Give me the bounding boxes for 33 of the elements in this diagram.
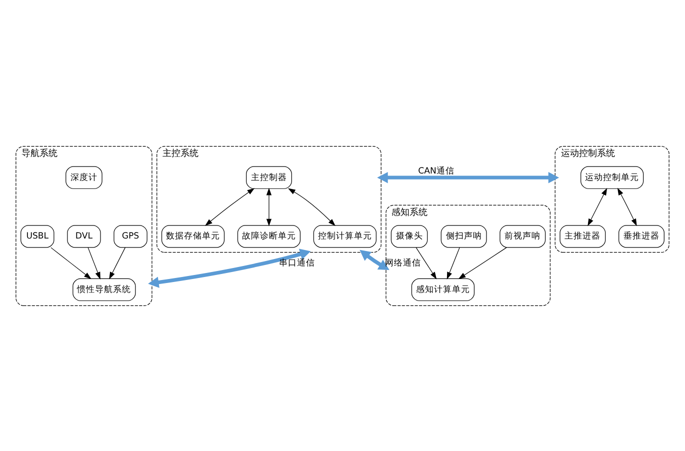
arrow bbox=[458, 246, 507, 279]
node-box: 惯性导航系统 bbox=[72, 278, 136, 301]
arrow bbox=[377, 171, 560, 183]
node-box: 垂推进器 bbox=[618, 224, 664, 248]
node-box: 故障诊断单元 bbox=[237, 224, 301, 248]
arrow bbox=[416, 246, 437, 279]
node-box: 前视声呐 bbox=[500, 224, 546, 248]
node-box: USBL bbox=[20, 224, 54, 248]
arrow bbox=[266, 187, 272, 226]
node-box: 控制计算单元 bbox=[313, 224, 376, 248]
node-box: 摄像头 bbox=[390, 224, 428, 248]
node-box: 运动控制单元 bbox=[580, 166, 644, 188]
node-box: 侧扫声呐 bbox=[440, 224, 487, 248]
arrow bbox=[588, 187, 608, 226]
arrow bbox=[617, 187, 637, 226]
edge-label: CAN通信 bbox=[418, 166, 454, 176]
node-box: GPS bbox=[114, 224, 148, 248]
arrow bbox=[88, 246, 100, 279]
arrow bbox=[204, 188, 255, 226]
node-box: 感知计算单元 bbox=[411, 278, 475, 301]
node-box: DVL bbox=[67, 224, 101, 248]
arrow bbox=[109, 246, 126, 279]
arrow bbox=[288, 188, 336, 226]
edge-label: 网络通信 bbox=[385, 258, 422, 268]
node-box: 主控制器 bbox=[246, 166, 292, 188]
edge-label: 串口通信 bbox=[279, 258, 316, 268]
arrow bbox=[148, 248, 311, 288]
node-box: 数据存储单元 bbox=[161, 224, 225, 248]
node-box: 主推进器 bbox=[560, 224, 606, 248]
arrow bbox=[446, 246, 460, 279]
arrow bbox=[360, 249, 390, 270]
node-box: 深度计 bbox=[66, 166, 102, 188]
arrow bbox=[50, 246, 92, 279]
